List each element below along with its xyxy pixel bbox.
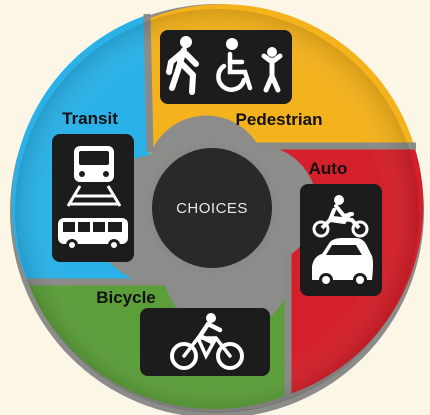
center-hub [152, 148, 272, 268]
auto-label: Auto [309, 159, 348, 178]
motorcycle-icon [312, 195, 369, 238]
wheelchair-user-icon [216, 38, 253, 92]
pedestrian-label: Pedestrian [236, 110, 323, 129]
train-icon [66, 146, 122, 207]
transit-label: Transit [62, 109, 118, 128]
transit-icon-tile [52, 134, 134, 262]
walking-person-icon [166, 36, 199, 95]
bicycle-icon-tile [140, 308, 270, 376]
auto-icon-tile [300, 184, 382, 296]
pedestrian-icon-tile [160, 30, 292, 104]
bus-icon [58, 218, 128, 251]
bicycle-icon [170, 313, 244, 370]
bicycle-label: Bicycle [96, 288, 156, 307]
center-label: CHOICES [176, 200, 248, 217]
child-icon [261, 47, 283, 93]
car-icon [312, 238, 373, 287]
